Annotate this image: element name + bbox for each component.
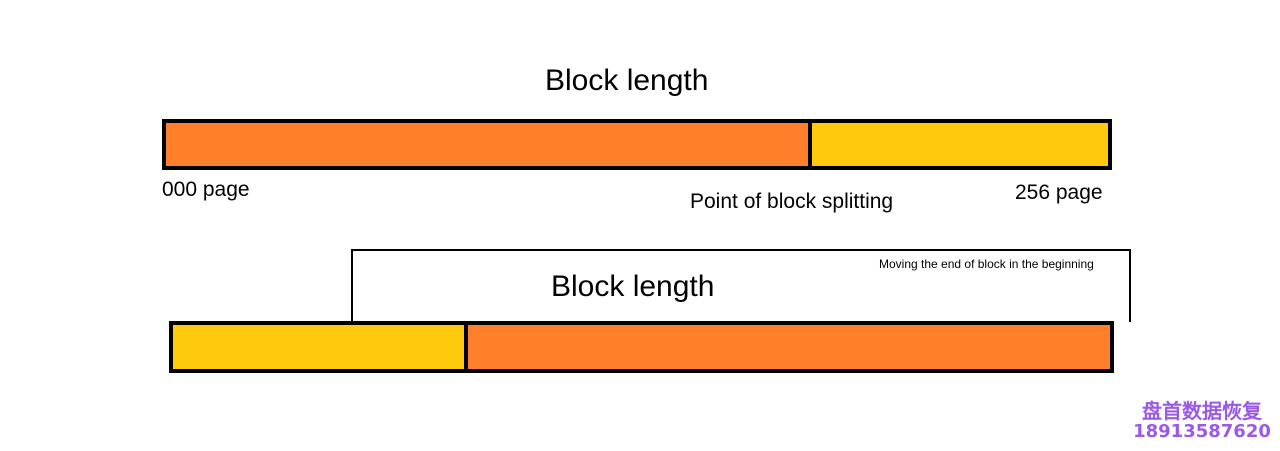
diagram1-segment-second-part — [812, 123, 1108, 166]
diagram2-note: Moving the end of block in the beginning — [879, 257, 1094, 271]
diagram2-title: Block length — [551, 270, 715, 303]
diagram1-end-label: 256 page — [1015, 181, 1103, 204]
diagram1-segment-first-part — [166, 123, 813, 166]
diagram1-block-bar — [162, 119, 1112, 170]
watermark-name: 盘首数据恢复 — [1142, 399, 1262, 423]
diagram2-block-length-bracket — [351, 249, 1131, 322]
watermark: 盘首数据恢复 18913587620 — [1128, 400, 1276, 442]
diagram1-title: Block length — [545, 64, 709, 97]
diagram2-segment-original-start-part — [468, 325, 1110, 369]
watermark-phone: 18913587620 — [1133, 421, 1271, 442]
diagram2-block-bar — [169, 321, 1114, 373]
diagram1-start-label: 000 page — [162, 178, 250, 201]
diagram1-split-label: Point of block splitting — [690, 190, 894, 213]
diagram2-segment-moved-end-part — [173, 325, 469, 369]
